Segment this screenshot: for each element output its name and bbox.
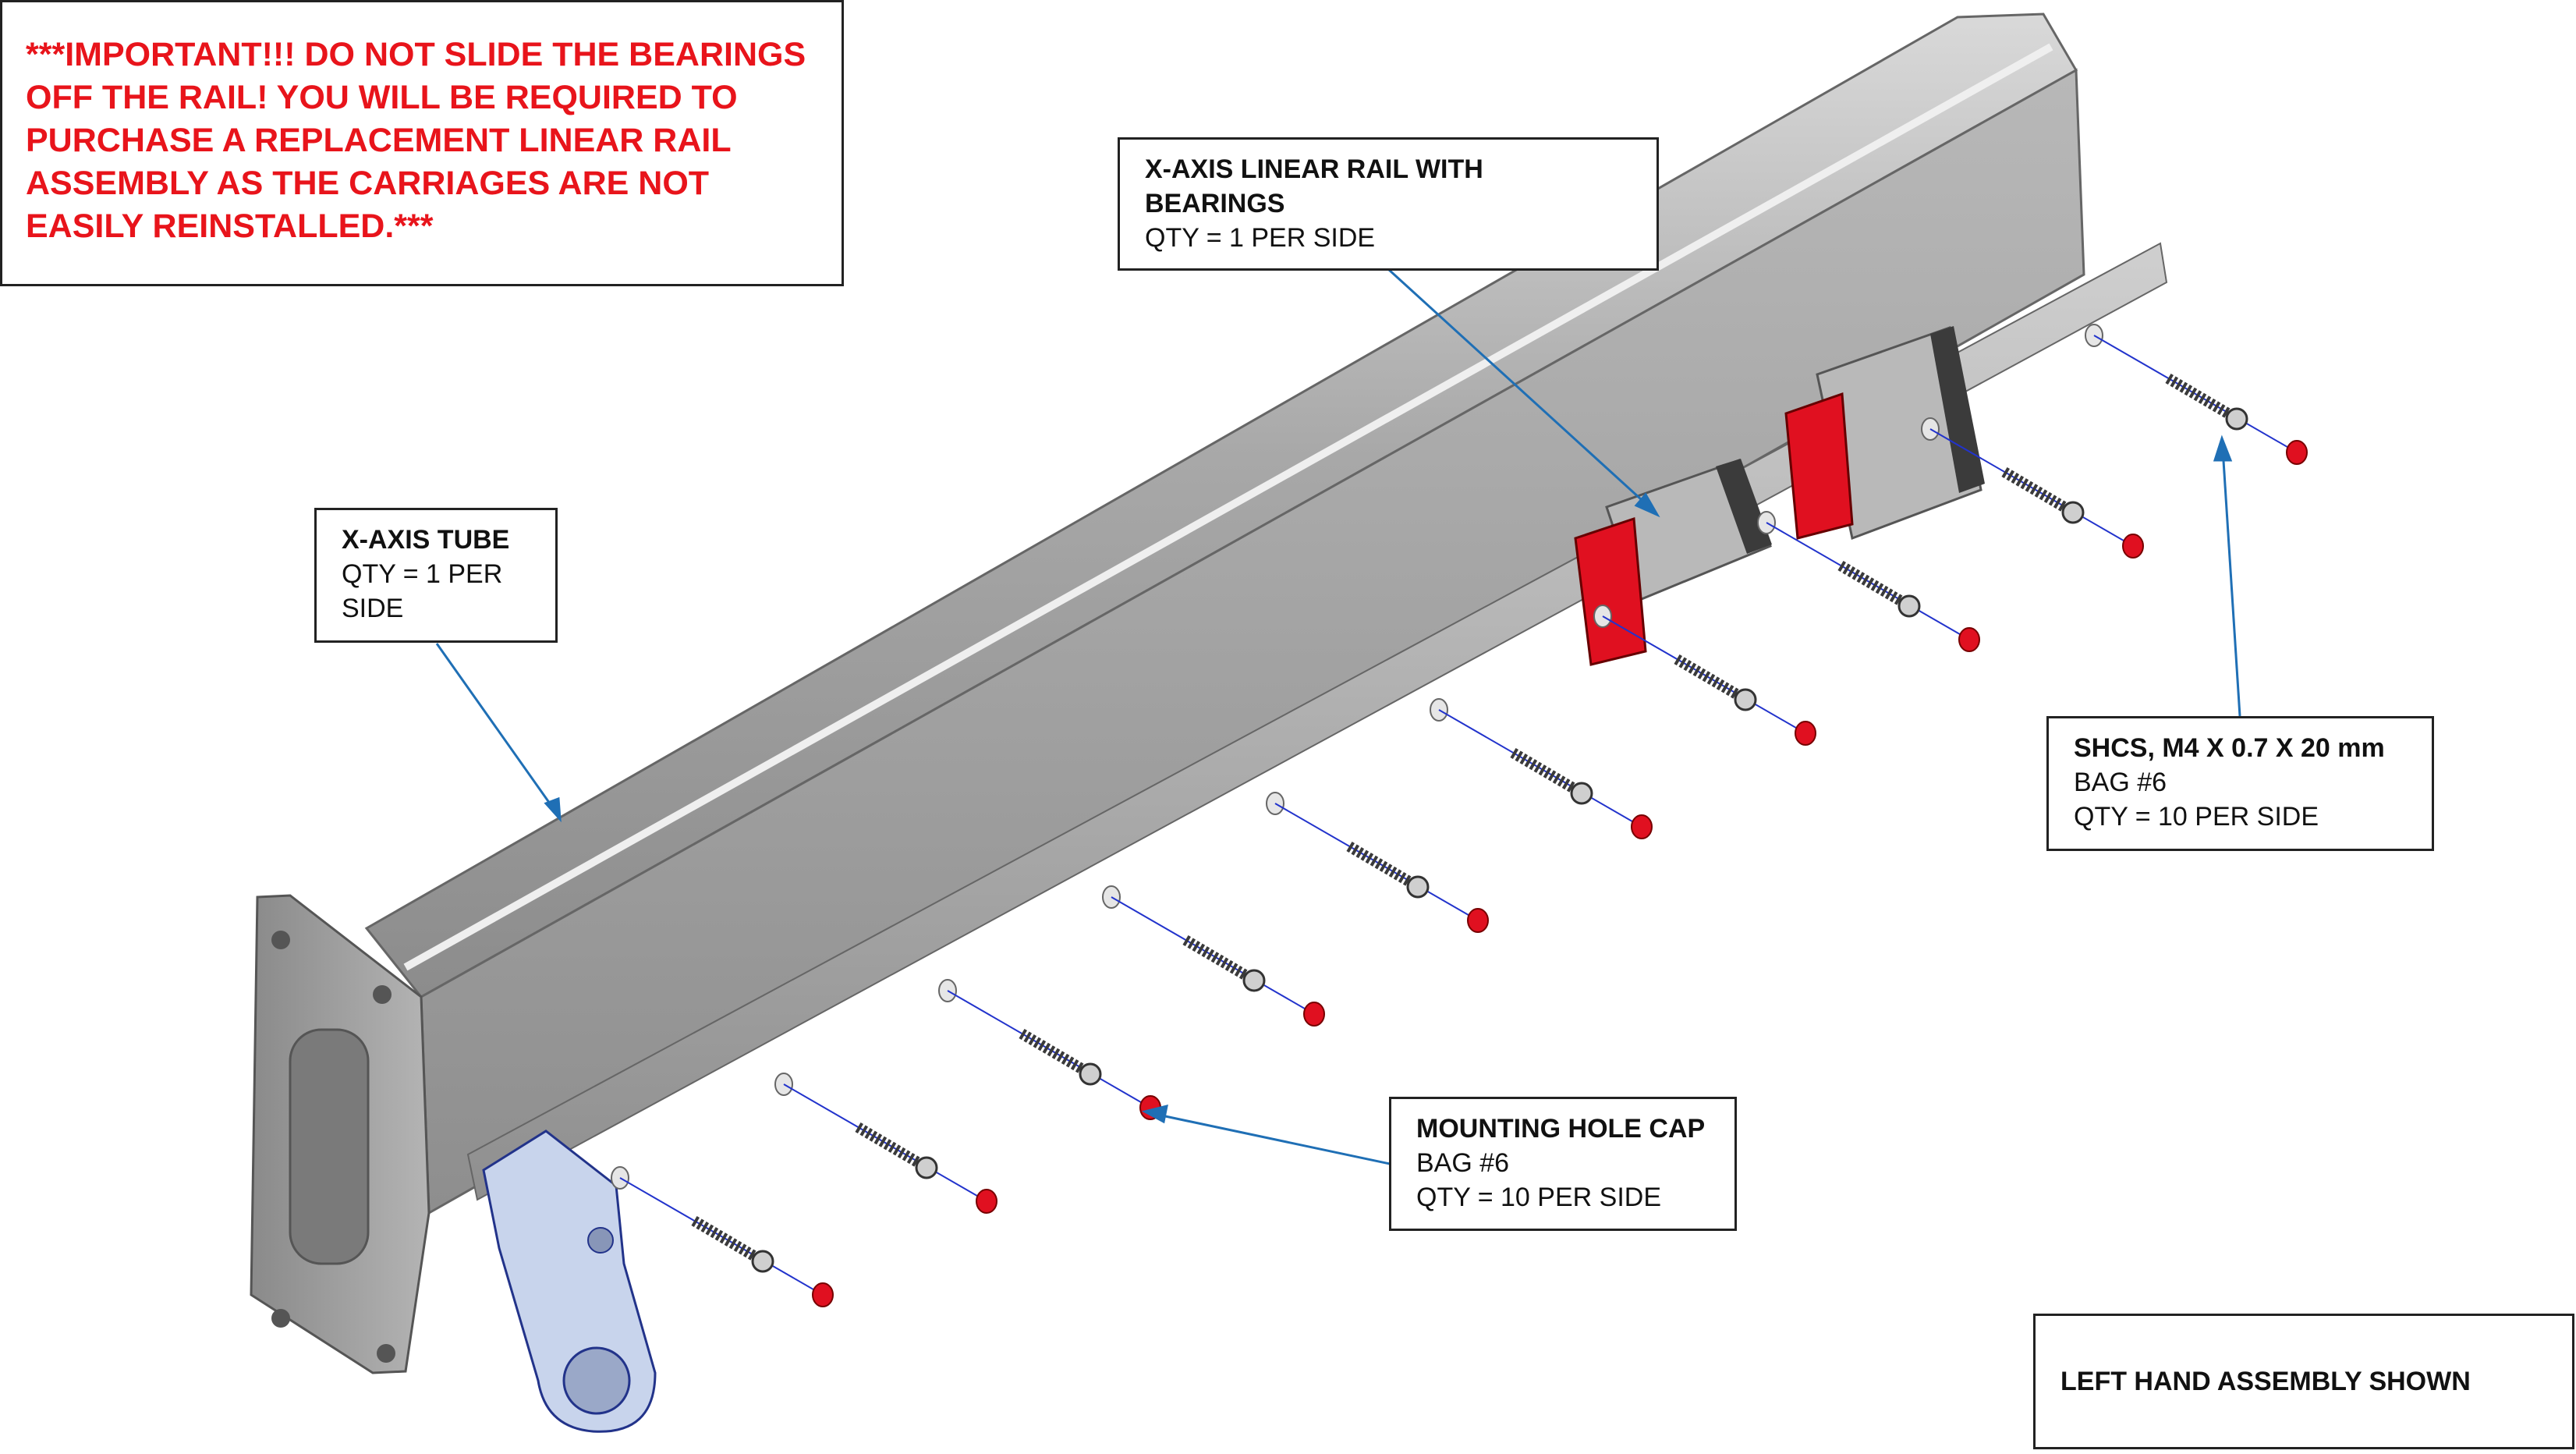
explode-axis-line <box>1274 803 1479 921</box>
callout-qty: QTY = 1 PER <box>342 559 503 589</box>
screw-head <box>915 1156 938 1179</box>
explode-axis-line <box>1766 522 1970 640</box>
warning-line: OFF THE RAIL! YOU WILL BE REQUIRED TO <box>26 79 738 116</box>
mounting-hole-cap <box>1958 627 1980 652</box>
mounting-hole-cap <box>812 1282 834 1307</box>
bracket-bore <box>562 1346 631 1415</box>
screw-head <box>2061 501 2085 524</box>
screw-thread <box>1182 934 1251 982</box>
leader-cap <box>1153 1112 1391 1165</box>
end-plate-hole <box>373 985 392 1004</box>
end-plate-slot <box>289 1028 370 1265</box>
screw-head <box>2225 407 2248 431</box>
explode-axis-line <box>1929 428 2134 547</box>
callout-bag: BAG #6 <box>1416 1148 1510 1178</box>
screw-thread <box>691 1215 760 1263</box>
mounting-hole-cap <box>1467 908 1489 933</box>
end-plate-hole <box>377 1344 395 1363</box>
screw-thread <box>1674 654 1742 701</box>
explode-axis-line <box>783 1083 987 1202</box>
screw-head <box>1242 969 1266 992</box>
leader-tube <box>435 643 557 812</box>
explode-axis-line <box>2093 335 2298 453</box>
carriage-end-seal <box>1930 326 1985 493</box>
assembly-side-text: LEFT HAND ASSEMBLY SHOWN <box>2060 1366 2471 1396</box>
callout-qty: QTY = 1 PER SIDE <box>1145 223 1376 253</box>
end-plate-hole <box>271 931 290 949</box>
callout-bag: BAG #6 <box>2074 768 2167 797</box>
callout-tube: X-AXIS TUBE QTY = 1 PER SIDE <box>314 508 558 643</box>
callout-title: X-AXIS TUBE <box>342 525 510 555</box>
mounting-hole-cap <box>1303 1002 1325 1027</box>
assembly-side-label: LEFT HAND ASSEMBLY SHOWN <box>2033 1314 2574 1449</box>
warning-line: ASSEMBLY AS THE CARRIAGES ARE NOT <box>26 165 710 202</box>
leader-arrowhead <box>544 796 562 823</box>
carriage-end-seal <box>1716 459 1772 554</box>
explode-axis-line <box>1111 896 1315 1015</box>
callout-title: MOUNTING HOLE CAP <box>1416 1114 1706 1144</box>
screw-thread <box>2165 373 2234 420</box>
mounting-hole-cap <box>2286 440 2308 465</box>
carriage-red-end-cap <box>1784 392 1854 540</box>
explode-axis-line <box>619 1177 824 1296</box>
tube-highlight <box>403 43 2053 971</box>
mounting-hole-cap <box>976 1189 997 1214</box>
leader-arrowhead <box>1141 1104 1168 1124</box>
warning-line: PURCHASE A REPLACEMENT LINEAR RAIL <box>26 122 732 159</box>
leader-linear-rail <box>1387 268 1651 509</box>
screw-head <box>1897 594 1921 618</box>
explode-axis-line <box>1602 615 1806 734</box>
screw-head <box>751 1250 774 1273</box>
callout-title: SHCS, M4 X 0.7 X 20 mm <box>2074 733 2385 763</box>
leader-shcs <box>2221 448 2241 717</box>
screw-thread <box>1510 747 1579 795</box>
leader-arrowhead <box>2213 434 2233 462</box>
mounting-hole-cap <box>2122 534 2144 559</box>
callout-shcs: SHCS, M4 X 0.7 X 20 mm BAG #6 QTY = 10 P… <box>2046 716 2434 851</box>
warning-line: EASILY REINSTALLED.*** <box>26 207 434 245</box>
screw-thread <box>2001 466 2070 514</box>
screw-thread <box>855 1122 923 1169</box>
screw-thread <box>1346 841 1415 888</box>
bracket-hole <box>587 1227 614 1254</box>
screw-head <box>1079 1062 1102 1086</box>
callout-linear-rail: X-AXIS LINEAR RAIL WITH BEARINGS QTY = 1… <box>1118 137 1659 271</box>
leader-lines <box>435 268 2241 1165</box>
callout-title: BEARINGS <box>1145 189 1285 218</box>
warning-line: ***IMPORTANT!!! DO NOT SLIDE THE BEARING… <box>26 36 806 73</box>
fasteners-group <box>611 324 2308 1307</box>
callout-title: X-AXIS LINEAR RAIL WITH <box>1145 154 1483 184</box>
callout-qty: QTY = 10 PER SIDE <box>1416 1183 1662 1212</box>
screw-thread <box>1837 560 1906 608</box>
explode-axis-line <box>947 990 1151 1108</box>
screw-head <box>1734 688 1757 711</box>
warning-note: ***IMPORTANT!!! DO NOT SLIDE THE BEARING… <box>0 0 844 286</box>
explode-axis-line <box>1438 709 1642 828</box>
callout-mounting-hole-cap: MOUNTING HOLE CAP BAG #6 QTY = 10 PER SI… <box>1389 1097 1737 1231</box>
callout-qty: QTY = 10 PER SIDE <box>2074 802 2319 832</box>
leader-arrowhead <box>1634 492 1660 518</box>
callout-qty: SIDE <box>342 594 404 623</box>
screw-head <box>1406 875 1430 899</box>
screw-thread <box>1019 1028 1087 1076</box>
mounting-hole-cap <box>1631 814 1653 839</box>
screw-head <box>1570 782 1593 805</box>
carriage-red-end-cap <box>1574 516 1647 666</box>
end-plate-hole <box>271 1309 290 1328</box>
mounting-hole-cap <box>1795 721 1816 746</box>
